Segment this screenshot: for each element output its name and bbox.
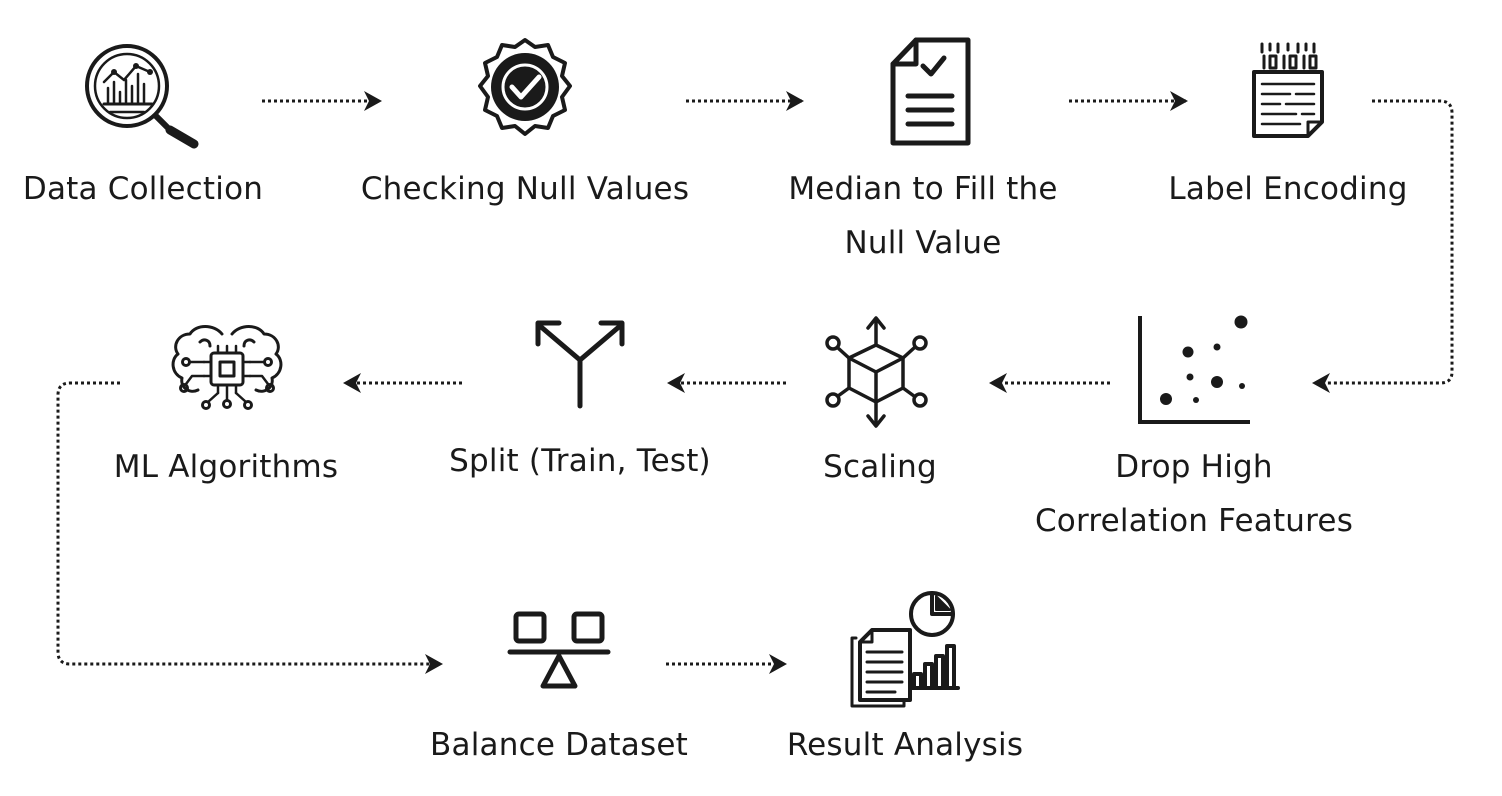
cube-arrows-icon <box>825 316 928 428</box>
step-label-split: Split (Train, Test) <box>449 443 711 479</box>
scatter-plot-icon <box>1138 315 1250 424</box>
report-chart-icon <box>850 591 960 708</box>
split-arrows-icon <box>535 320 625 409</box>
step-label-scaling: Scaling <box>823 449 937 485</box>
connector-split-to-ml-algorithms <box>343 373 462 393</box>
magnifier-chart-icon <box>85 44 199 149</box>
balance-scale-icon <box>507 611 611 689</box>
connector-ml-algorithms-to-balance-dataset <box>56 381 443 674</box>
document-check-icon <box>890 37 971 146</box>
brain-chip-icon <box>171 325 283 410</box>
step-label-drop-correlation: Drop High Correlation Features <box>1034 449 1354 539</box>
connector-drop-correlation-to-scaling <box>989 373 1110 393</box>
step-label-data-collection: Data Collection <box>22 171 264 207</box>
step-label-label-encoding: Label Encoding <box>1168 171 1408 207</box>
step-label-balance-dataset: Balance Dataset <box>430 727 688 763</box>
step-label-median-fill: Median to Fill the Null Value <box>788 171 1058 261</box>
connector-label-encoding-to-drop-correlation <box>1312 99 1454 393</box>
connector-scaling-to-split <box>667 373 786 393</box>
binary-document-icon <box>1252 42 1324 138</box>
connector-checking-null-to-median-fill <box>686 91 804 111</box>
step-label-checking-null: Checking Null Values <box>360 171 690 207</box>
connector-data-collection-to-checking-null <box>262 91 382 111</box>
connector-balance-dataset-to-result-analysis <box>666 654 787 674</box>
step-label-result-analysis: Result Analysis <box>786 727 1024 763</box>
connector-median-fill-to-label-encoding <box>1069 91 1188 111</box>
step-label-ml-algorithms: ML Algorithms <box>113 449 339 485</box>
verified-badge-icon <box>478 38 572 136</box>
